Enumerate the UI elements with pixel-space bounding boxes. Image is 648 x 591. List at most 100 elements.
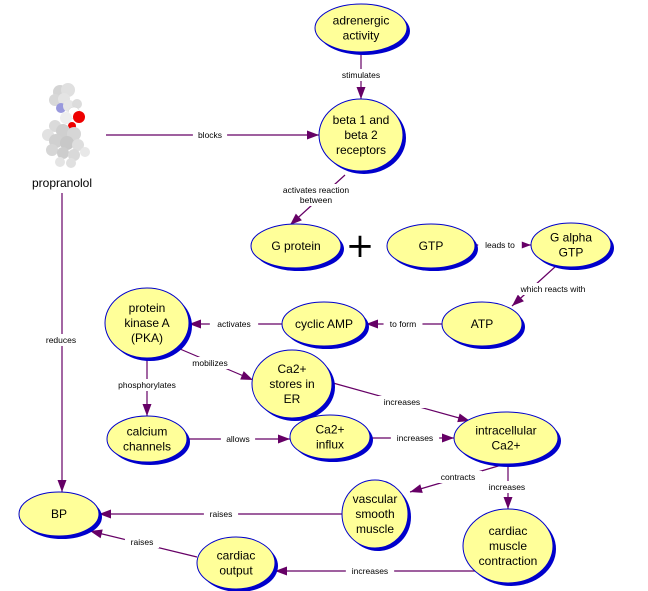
concept-node-ca-influx[interactable]: Ca2+influx [289, 414, 373, 462]
link-cardiac_contraction-to-cardiac_output[interactable]: increases [275, 565, 475, 577]
concept-node-gtp[interactable]: GTP [386, 223, 478, 271]
molecule-icon [42, 83, 90, 168]
link-label: to form [390, 319, 416, 329]
node-ellipse [441, 301, 523, 347]
node-ellipse [386, 223, 476, 269]
concept-node-camp[interactable]: cyclic AMP [281, 301, 369, 349]
link-ca_channels-to-ca_influx[interactable]: allows [187, 433, 290, 445]
link-gtp-to-galpha[interactable]: leads to [475, 239, 531, 251]
link-pka-to-ca_channels[interactable]: phosphorylates [111, 358, 183, 416]
node-label: ATP [471, 317, 493, 331]
links-layer: stimulates blocks activates reactionbetwee… [41, 52, 596, 577]
link-label-background [41, 334, 81, 346]
concept-node-gprotein[interactable]: G protein [250, 223, 344, 271]
node-label: BP [51, 507, 67, 521]
link-label-background [334, 69, 388, 81]
node-label: kinase A [124, 316, 169, 330]
node-label: Ca2+ [491, 439, 520, 453]
link-label-background [124, 536, 160, 548]
node-label: Ca2+ [315, 423, 344, 437]
link-cardiac_output-to-bp[interactable]: raises [89, 529, 198, 558]
link-label-background [220, 433, 256, 445]
link-label-background [209, 318, 259, 330]
link-label: activates [217, 319, 251, 329]
arrowhead-icon [240, 371, 253, 380]
link-label: raises [210, 509, 233, 519]
link-propranolol-to-beta[interactable]: blocks [106, 129, 319, 141]
link-intra_ca-to-vsm[interactable]: contracts [409, 463, 506, 493]
arrowhead-icon [99, 509, 111, 519]
arrowhead-icon [512, 294, 524, 306]
link-label-background [270, 184, 362, 206]
link-label: allows [226, 434, 250, 444]
link-camp-to-pka[interactable]: activates [189, 318, 282, 330]
drug-propranolol[interactable]: propranolol [32, 83, 92, 190]
arrowhead-icon [457, 413, 470, 423]
link-atp-to-camp[interactable]: to form [366, 318, 442, 330]
node-ellipse [318, 98, 404, 172]
link-label: activates reaction [283, 185, 349, 195]
link-label: increases [384, 397, 420, 407]
node-ellipse [289, 414, 371, 460]
link-adrenergic-to-beta[interactable]: stimulates [334, 52, 388, 99]
arrowhead-icon [57, 480, 67, 492]
node-ellipse [106, 415, 188, 463]
node-label: Ca2+ [277, 362, 306, 376]
link-label-background [478, 239, 522, 251]
link-label: blocks [198, 130, 222, 140]
link-galpha-to-atp[interactable]: which reacts with [510, 265, 596, 307]
link-ca_influx-to-intra_ca[interactable]: increases [370, 432, 454, 444]
link-intra_ca-to-cardiac_contraction[interactable]: increases [482, 464, 532, 509]
link-ca_stores-to-intra_ca[interactable]: increases [332, 382, 471, 423]
link-label-background [390, 432, 440, 444]
link-pka-to-ca_stores[interactable]: mobilizes [179, 348, 254, 381]
arrowhead-icon [366, 319, 378, 329]
node-ellipse [281, 301, 367, 347]
link-label: reduces [46, 335, 76, 345]
link-label-background [192, 129, 228, 141]
node-label: calcium [127, 425, 168, 439]
node-label: channels [123, 440, 171, 454]
arrowhead-icon [90, 529, 103, 539]
node-label: beta 2 [344, 128, 378, 142]
node-label: vascular [353, 492, 398, 506]
node-label: beta 1 and [333, 113, 390, 127]
arrowhead-icon [189, 319, 201, 329]
link-vsm-to-bp[interactable]: raises [99, 508, 342, 520]
arrowhead-icon [142, 404, 152, 416]
concept-node-bp[interactable]: BP [18, 491, 102, 539]
concept-node-atp[interactable]: ATP [441, 301, 525, 349]
arrowhead-icon [519, 240, 531, 250]
node-label: GTP [419, 239, 444, 253]
node-label: muscle [356, 522, 394, 536]
link-label: which reacts with [520, 284, 586, 294]
node-label: cardiac [217, 549, 256, 563]
link-label-background [111, 379, 183, 391]
link-label: raises [131, 537, 154, 547]
node-ellipse [341, 479, 409, 549]
node-label: activity [343, 29, 380, 43]
node-ellipse [314, 3, 408, 53]
node-label: cyclic AMP [295, 317, 353, 331]
link-propranolol-to-bp[interactable]: reduces [41, 193, 81, 492]
link-label: between [300, 195, 332, 205]
arrowhead-icon [275, 566, 287, 576]
node-label: receptors [336, 143, 386, 157]
link-label: stimulates [342, 70, 380, 80]
link-label-background [510, 283, 596, 295]
node-ellipse [18, 491, 100, 537]
arrowhead-icon [278, 434, 290, 444]
arrowhead-icon [503, 497, 513, 509]
